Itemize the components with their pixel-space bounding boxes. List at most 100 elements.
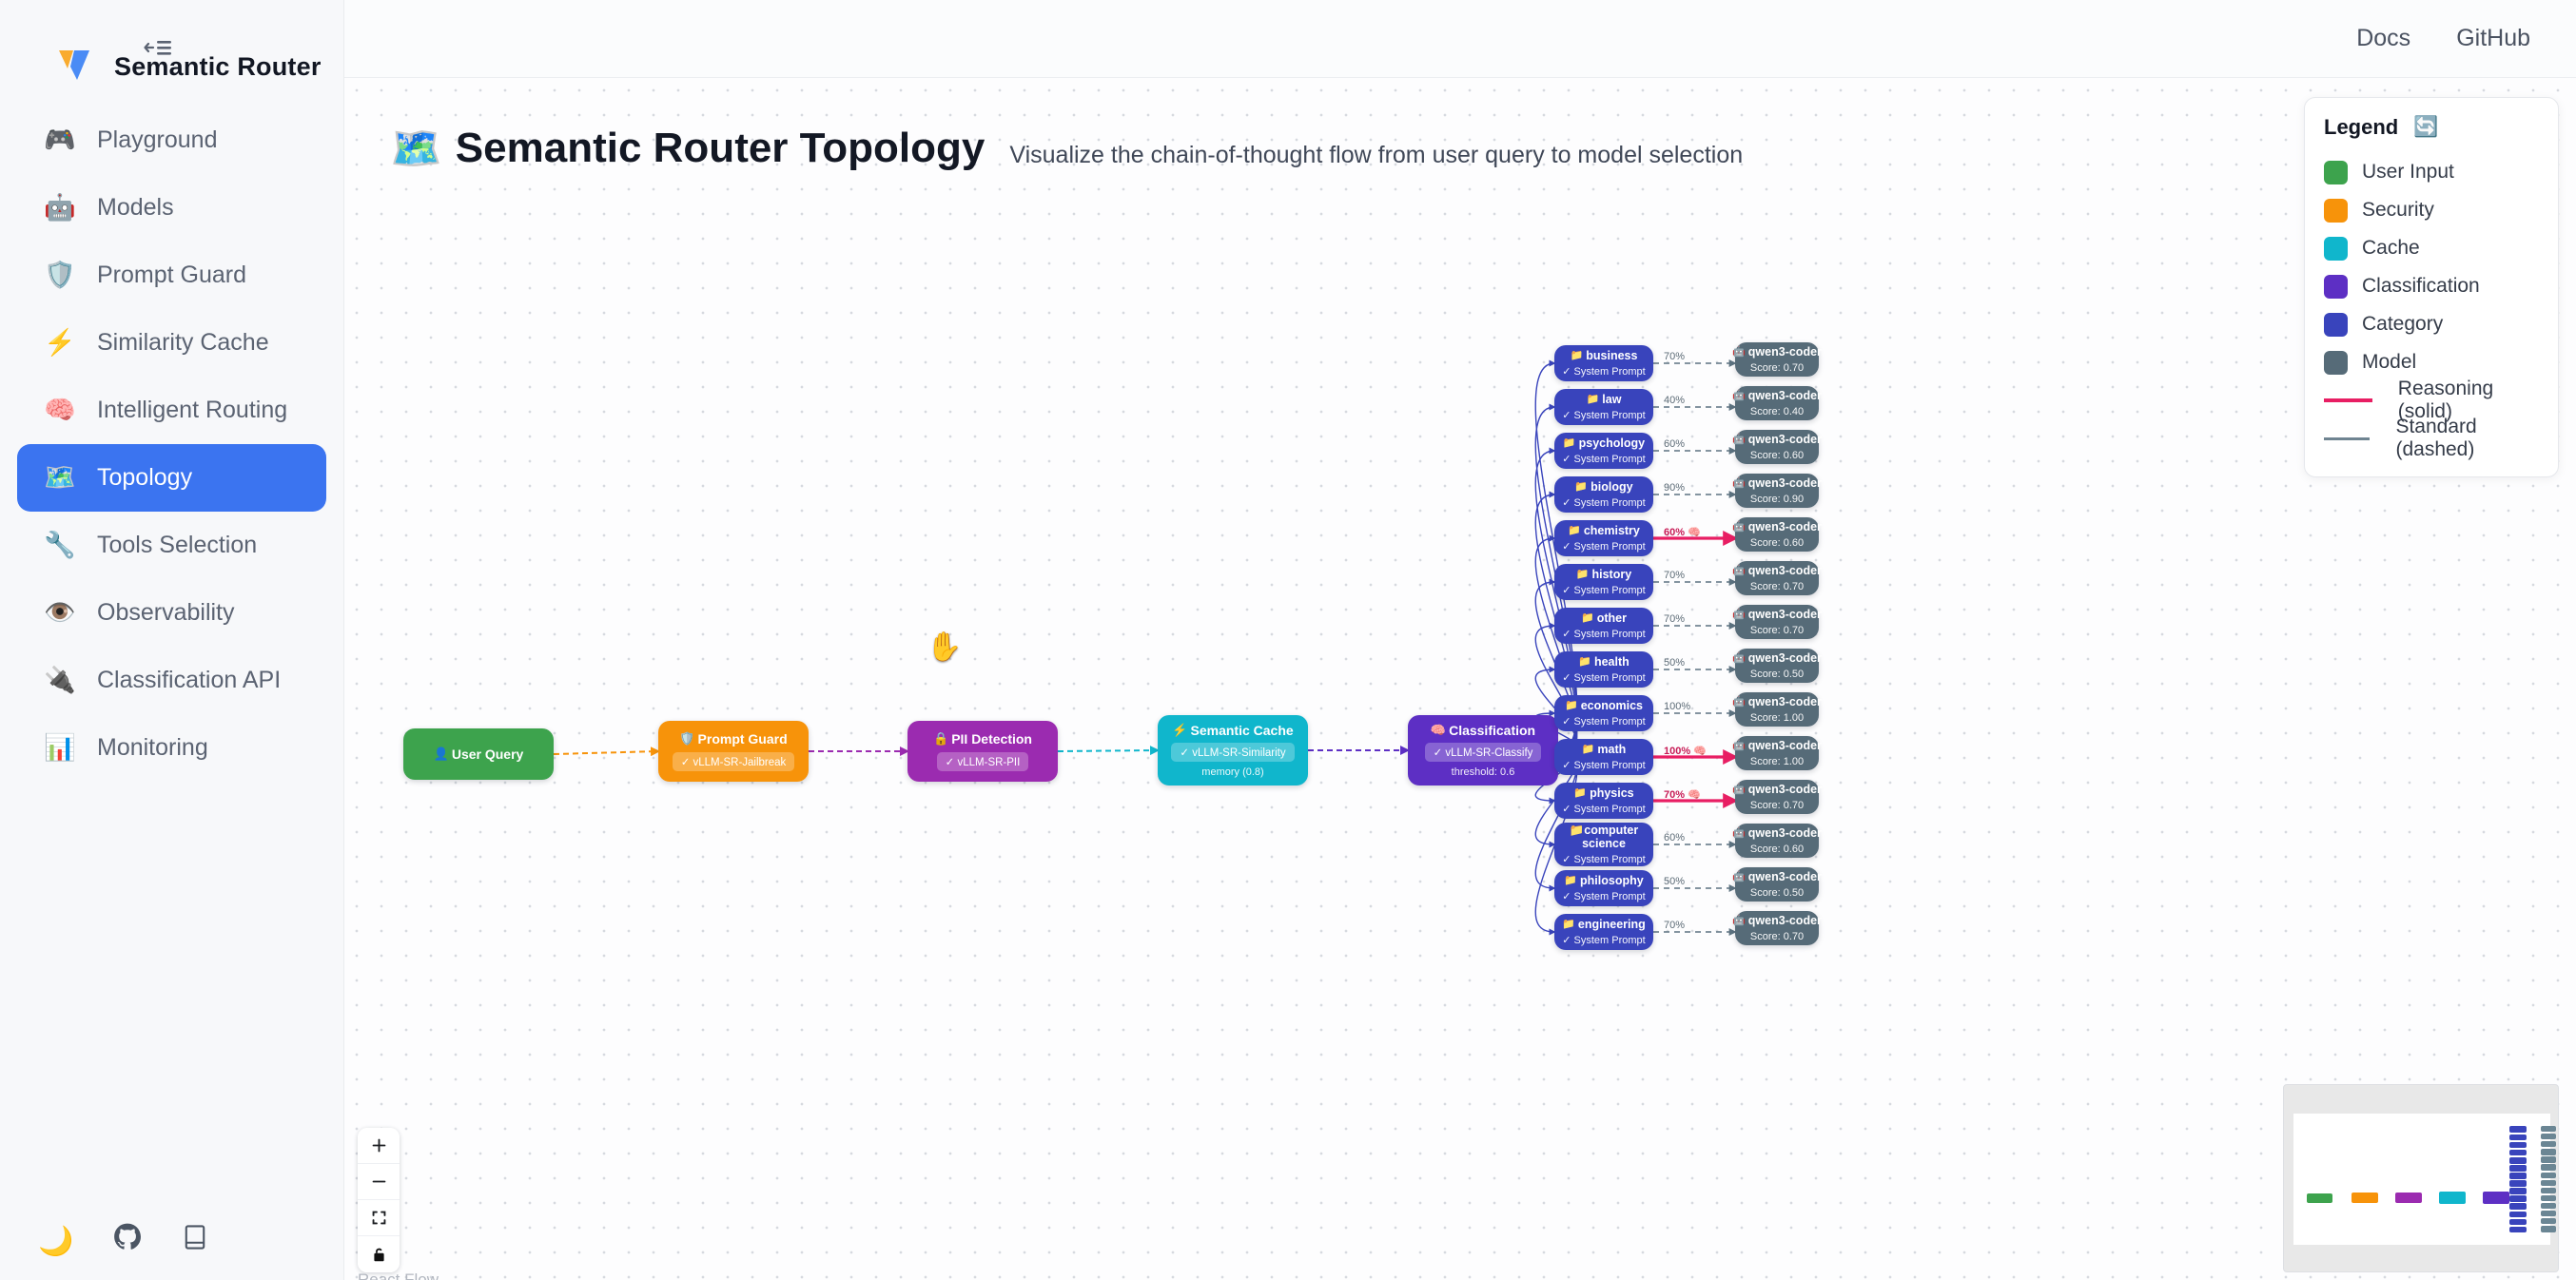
- sidebar-item-monitoring[interactable]: 📊Monitoring: [17, 714, 326, 782]
- brand-title: Semantic Router: [114, 51, 322, 81]
- sidebar-item-label: Classification API: [97, 667, 282, 693]
- dark-mode-toggle-icon[interactable]: 🌙: [38, 1225, 74, 1257]
- minimap-node: [2508, 1126, 2527, 1134]
- edge-percent-label: 60%: [1664, 832, 1685, 844]
- category-system-prompt: ✓ System Prompt: [1562, 585, 1646, 597]
- sidebar-item-label: Prompt Guard: [97, 262, 247, 288]
- minimap-node: [2541, 1134, 2556, 1140]
- edge-percent-label: 70%: [1664, 613, 1685, 625]
- sidebar-item-playground[interactable]: 🎮Playground: [17, 107, 326, 174]
- sidebar-item-models[interactable]: 🤖Models: [17, 174, 326, 242]
- sidebar-item-prompt-guard[interactable]: 🛡️Prompt Guard: [17, 242, 326, 309]
- minimap[interactable]: [2283, 1084, 2559, 1272]
- node-category-math[interactable]: 📁math✓ System Prompt: [1554, 739, 1653, 775]
- edge-percent-value: 50%: [1664, 876, 1686, 887]
- zoom-in-button[interactable]: [358, 1128, 400, 1164]
- refresh-icon[interactable]: 🔄: [2413, 116, 2439, 138]
- category-system-prompt: ✓ System Prompt: [1562, 541, 1646, 553]
- node-category-history[interactable]: 📁history✓ System Prompt: [1554, 564, 1653, 600]
- minimap-node: [2541, 1226, 2556, 1232]
- legend-line-sample: [2324, 398, 2372, 402]
- minimap-node: [2394, 1192, 2422, 1204]
- legend-line-label: Standard (dashed): [2395, 416, 2477, 460]
- model-score: Score: 0.70: [1749, 361, 1805, 374]
- topbar-link-github[interactable]: GitHub: [2456, 25, 2530, 51]
- sidebar-item-classification-api[interactable]: 🔌Classification API: [17, 647, 326, 714]
- legend-label: Security: [2362, 199, 2434, 221]
- node-category-physics[interactable]: 📁physics✓ System Prompt: [1554, 783, 1653, 819]
- sidebar-item-icon: 📊: [44, 733, 76, 762]
- node-category-business[interactable]: 📁business✓ System Prompt: [1554, 345, 1653, 381]
- category-name-line2: science: [1582, 837, 1626, 850]
- collapse-sidebar-icon[interactable]: [133, 29, 183, 67]
- node-pii-detection[interactable]: 🔒PII Detection✓ vLLM-SR-PII: [907, 721, 1058, 782]
- node-category-biology[interactable]: 📁biology✓ System Prompt: [1554, 476, 1653, 513]
- minimap-node: [2541, 1164, 2556, 1171]
- model-title: 🤖qwen3-coder: [1732, 695, 1822, 708]
- minimap-node: [2483, 1191, 2510, 1204]
- minimap-node: [2306, 1193, 2333, 1203]
- category-name: psychology: [1578, 436, 1646, 450]
- node-category-other[interactable]: 📁other✓ System Prompt: [1554, 608, 1653, 644]
- node-category-health[interactable]: 📁health✓ System Prompt: [1554, 651, 1653, 688]
- category-title: 📁math: [1582, 743, 1627, 756]
- topbar-link-docs[interactable]: Docs: [2356, 25, 2411, 51]
- node-category-psychology[interactable]: 📁psychology✓ System Prompt: [1554, 433, 1653, 469]
- topology-canvas[interactable]: 🗺️ Semantic Router Topology Visualize th…: [344, 78, 2576, 1280]
- edge-percent-value: 50%: [1664, 657, 1686, 669]
- category-system-prompt: ✓ System Prompt: [1562, 672, 1646, 685]
- model-score: Score: 1.00: [1749, 755, 1805, 767]
- node-category-philosophy[interactable]: 📁philosophy✓ System Prompt: [1554, 870, 1653, 906]
- edge-percent-value: 100%: [1664, 701, 1691, 712]
- github-icon[interactable]: [113, 1223, 142, 1259]
- node-category-engineering[interactable]: 📁engineering✓ System Prompt: [1554, 914, 1653, 950]
- category-name: other: [1596, 611, 1627, 625]
- sidebar-item-similarity-cache[interactable]: ⚡Similarity Cache: [17, 309, 326, 377]
- sidebar-item-topology[interactable]: 🗺️Topology: [17, 444, 326, 512]
- page-header: 🗺️ Semantic Router Topology Visualize th…: [344, 78, 2576, 173]
- node-category-chemistry[interactable]: 📁chemistry✓ System Prompt: [1554, 520, 1653, 556]
- sidebar-item-icon: 🧠: [44, 396, 76, 424]
- node-user-query[interactable]: 👤User Query: [403, 728, 554, 780]
- folder-icon: 📁: [1581, 611, 1594, 624]
- brand[interactable]: Semantic Router: [0, 0, 343, 81]
- sidebar-item-observability[interactable]: 👁️Observability: [17, 579, 326, 647]
- sidebar-item-icon: 🤖: [44, 193, 76, 222]
- node-model-badge: ✓ vLLM-SR-PII: [936, 751, 1029, 771]
- lock-button[interactable]: [358, 1236, 400, 1272]
- sidebar-item-label: Similarity Cache: [97, 329, 269, 356]
- minimap-node: [2541, 1179, 2556, 1186]
- fit-view-button[interactable]: [358, 1200, 400, 1236]
- flow-layer[interactable]: 👤User Query 🛡️Prompt Guard✓ vLLM-SR-Jailb…: [344, 78, 2576, 1280]
- model-name: qwen3-coder: [1747, 389, 1822, 403]
- legend-header: Legend 🔄: [2324, 115, 2539, 140]
- legend-item-category: Category: [2324, 305, 2539, 343]
- sidebar-item-tools-selection[interactable]: 🔧Tools Selection: [17, 512, 326, 579]
- category-name: economics: [1580, 698, 1643, 712]
- docs-book-icon[interactable]: [182, 1223, 208, 1259]
- sidebar-footer: 🌙: [0, 1223, 343, 1259]
- node-prompt-guard[interactable]: 🛡️Prompt Guard✓ vLLM-SR-Jailbreak: [658, 721, 809, 782]
- node-category-law[interactable]: 📁law✓ System Prompt: [1554, 389, 1653, 425]
- zoom-out-button[interactable]: [358, 1164, 400, 1200]
- node-category-economics[interactable]: 📁economics✓ System Prompt: [1554, 695, 1653, 731]
- sidebar-item-intelligent-routing[interactable]: 🧠Intelligent Routing: [17, 377, 326, 444]
